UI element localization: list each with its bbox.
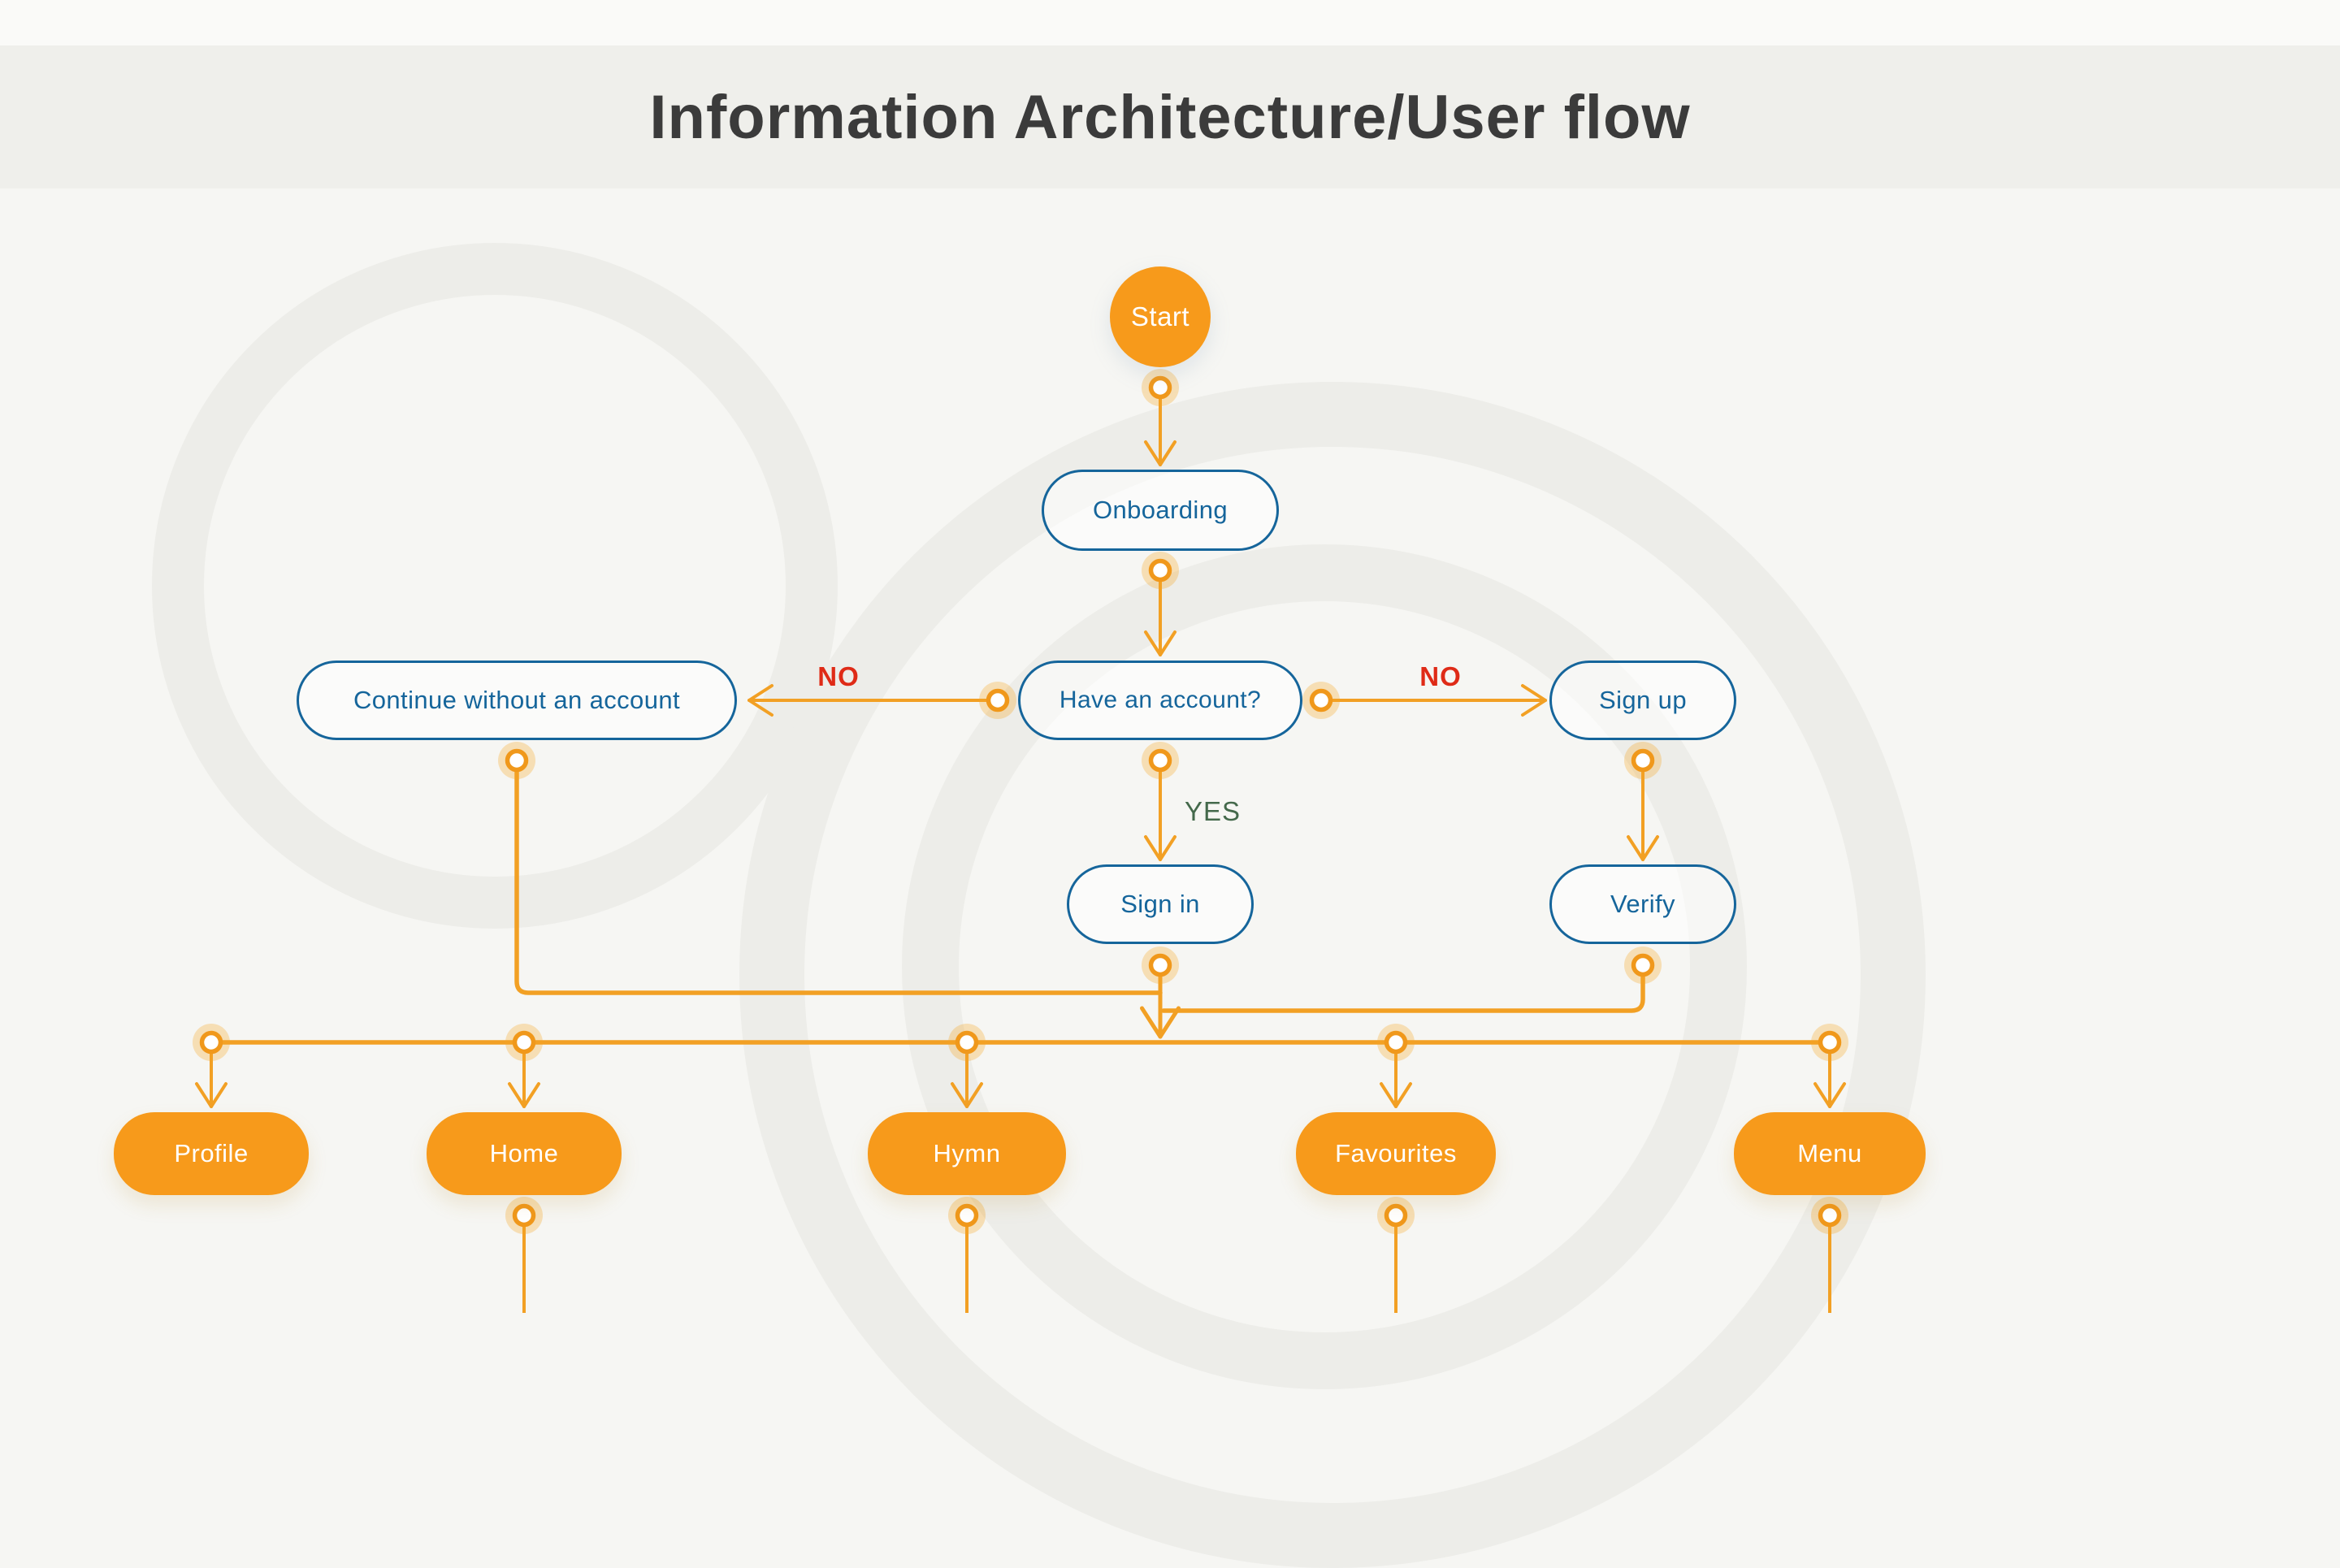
favourites-node: Favourites [1296, 1112, 1496, 1195]
flow-edges [195, 396, 1846, 1313]
have-account-decision-node: Have an account? [1018, 661, 1302, 740]
connector-ports [193, 369, 1848, 1234]
edge-verify-merge [1161, 972, 1645, 1013]
home-node: Home [427, 1112, 622, 1195]
start-node: Start [1110, 266, 1211, 367]
sign-in-node: Sign in [1067, 864, 1254, 944]
page-title: Information Architecture/User flow [649, 82, 1691, 152]
header-band: Information Architecture/User flow [0, 45, 2340, 188]
onboarding-node: Onboarding [1042, 470, 1279, 551]
continue-without-account-node: Continue without an account [297, 661, 737, 740]
profile-node: Profile [114, 1112, 309, 1195]
verify-node: Verify [1549, 864, 1736, 944]
sign-up-node: Sign up [1549, 661, 1736, 740]
edge-label-no-left: NO [817, 661, 860, 691]
menu-node: Menu [1734, 1112, 1926, 1195]
edge-label-yes: YES [1185, 796, 1242, 826]
edge-label-no-right: NO [1419, 661, 1462, 691]
top-strip [0, 0, 2340, 45]
edge-continue-merge [514, 768, 1163, 995]
hymn-node: Hymn [868, 1112, 1066, 1195]
flow-connectors [0, 0, 2340, 1313]
